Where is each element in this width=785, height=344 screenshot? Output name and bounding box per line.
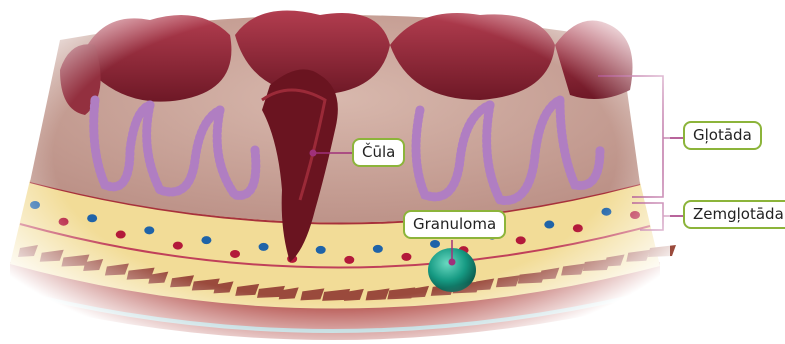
edge-fade <box>0 0 670 344</box>
mucosa-label: Gļotāda <box>683 121 762 150</box>
submucosa-label: Zemgļotāda <box>683 200 785 229</box>
ulcer-label: Čūla <box>352 138 405 167</box>
granuloma-label: Granuloma <box>403 210 506 239</box>
